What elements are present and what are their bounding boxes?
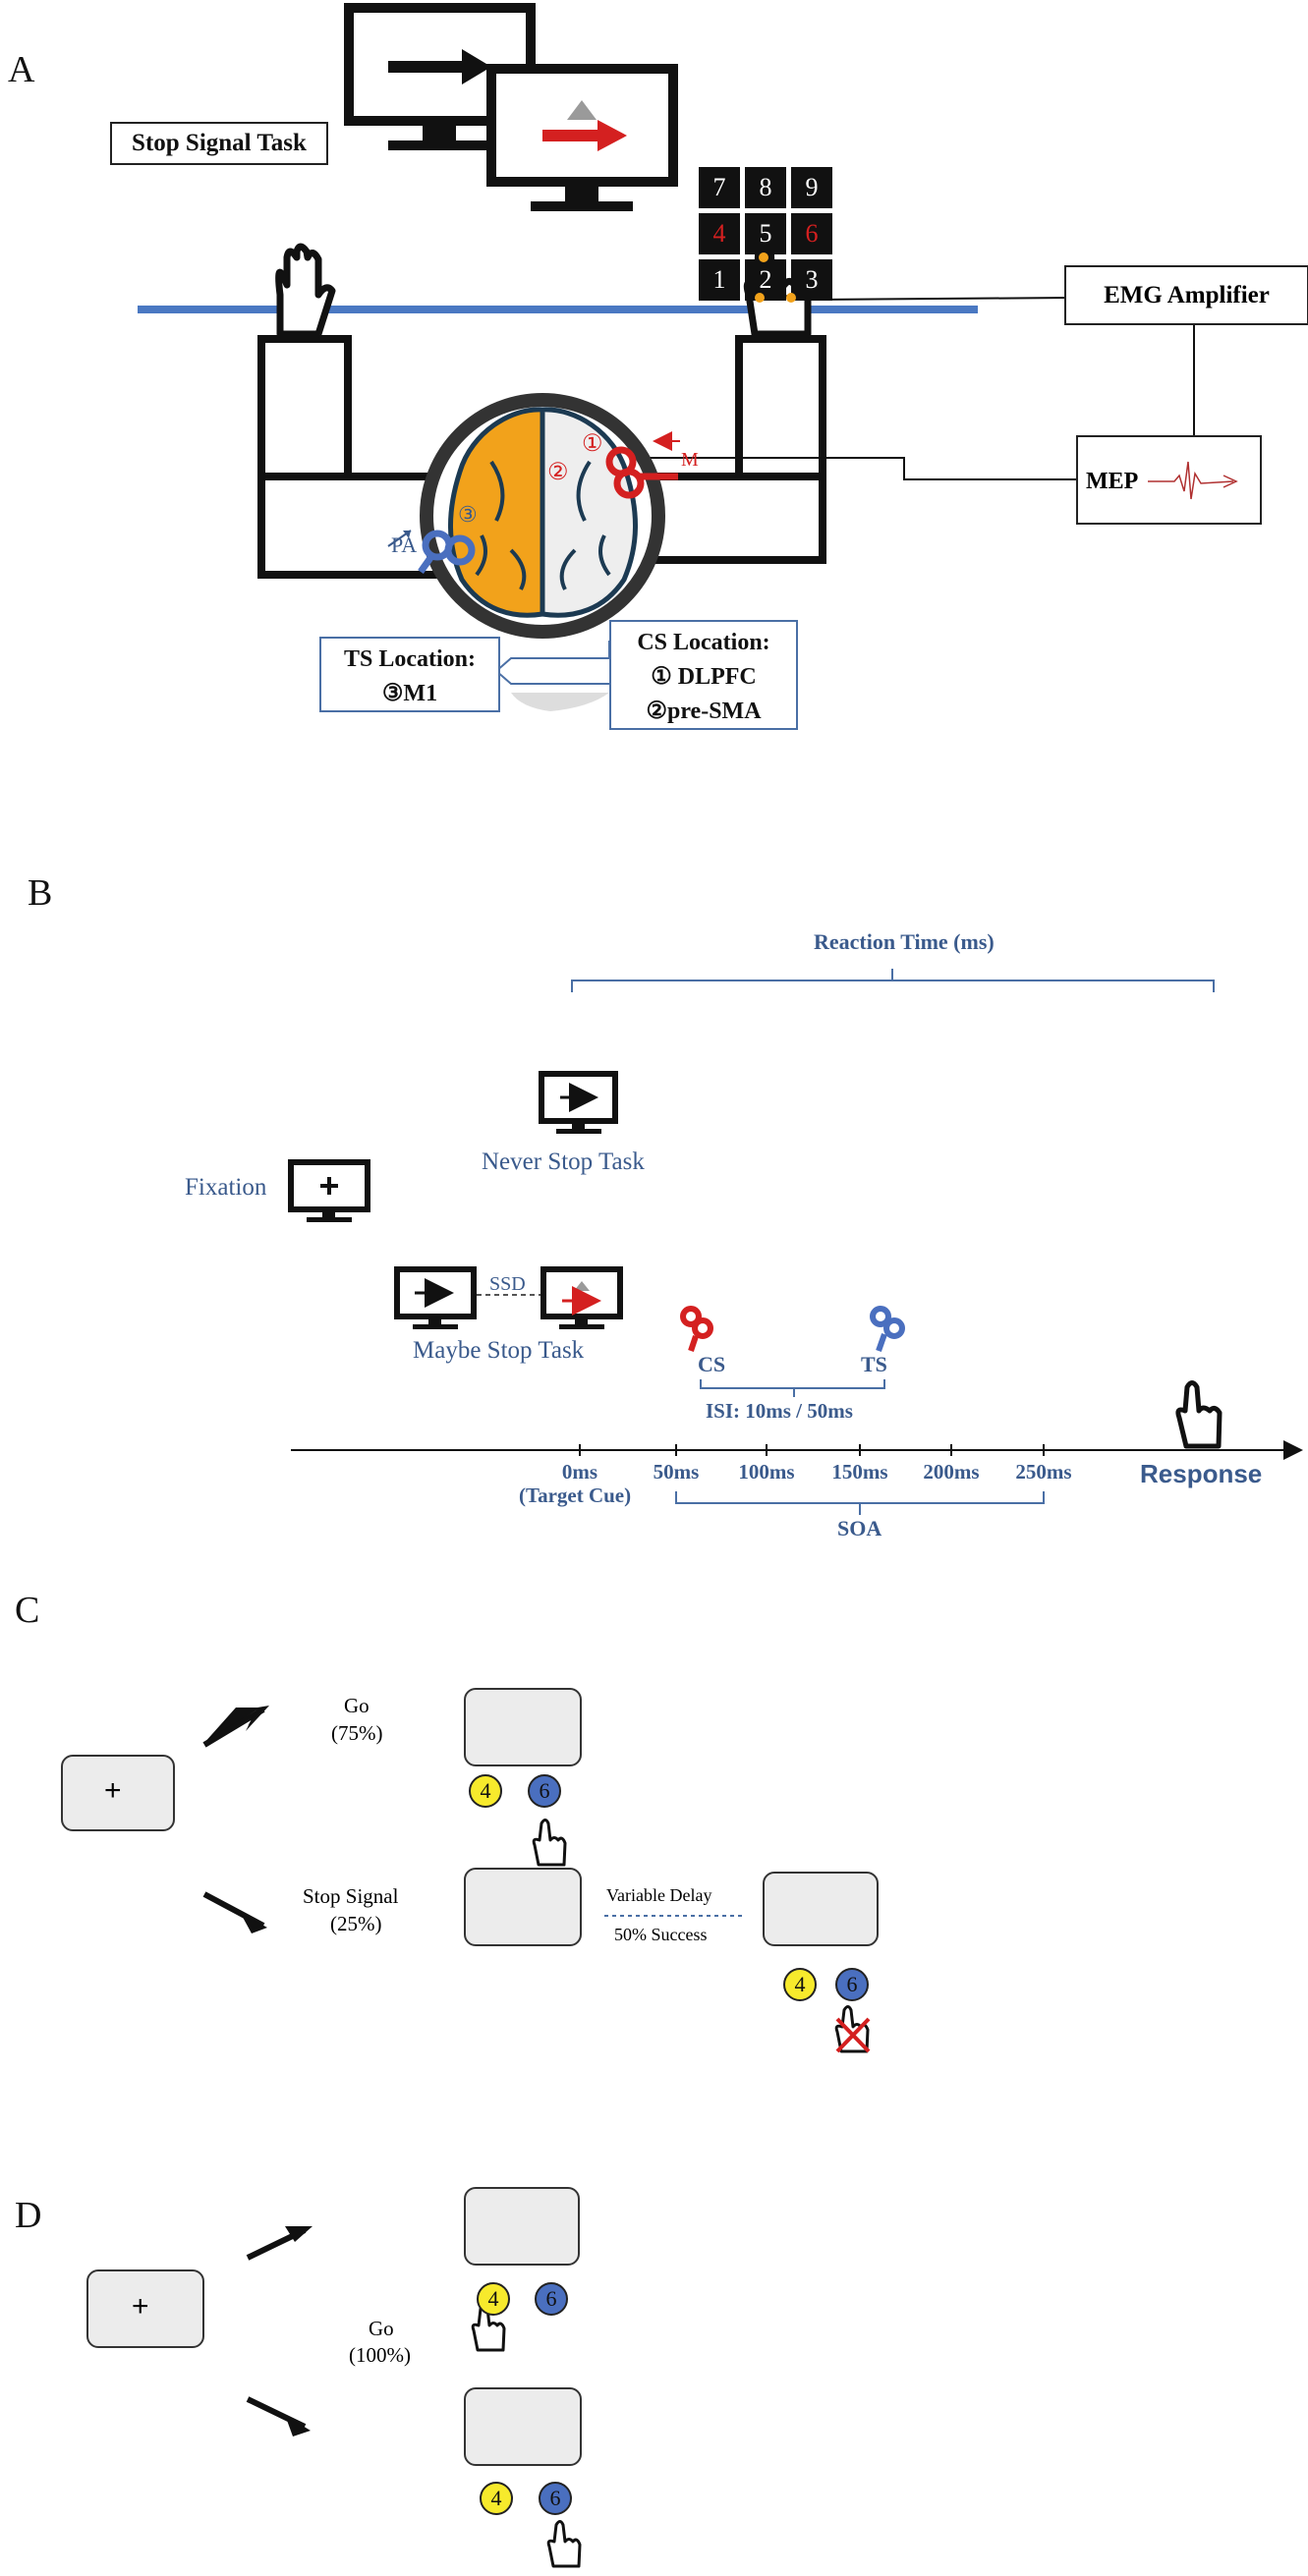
panel-letter-d: D [15,2195,42,2236]
ts-site: ③M1 [381,681,438,706]
keypad-key-4: 4 [699,213,740,254]
keypad-key-5: 5 [745,213,786,254]
mep-trace [1148,461,1234,500]
keypad-key-9: 9 [791,167,832,208]
fixation-screen-c [61,1755,175,1831]
go-label-c: Go [344,1694,370,1717]
go-label-d: Go [369,2317,394,2340]
monitor-fixation-icon [288,1159,370,1222]
monitor-stop-icon [486,64,678,211]
panel-letter-b: B [28,872,53,914]
go-right-screen-d [464,2387,582,2466]
keypad-key-7: 7 [699,167,740,208]
left-hand-icon [275,243,336,338]
stop-signal-label: Stop Signal [303,1884,399,1908]
response-hand-icon [1175,1380,1223,1449]
go-pct-d: (100%) [349,2343,411,2367]
fixation-cross-c: + [104,1774,122,1807]
maybe-stop-label: Maybe Stop Task [413,1337,585,1364]
finger-press-icon-d1 [471,2304,506,2352]
reaction-time-bracket [571,969,1215,992]
timeline-tick-label: 0ms [561,1460,598,1484]
cs-coil-icon [680,1306,713,1352]
timeline-tick-label: 250ms [1015,1460,1072,1484]
key-6-d1: 6 [535,2282,568,2316]
touch-dot-icon [759,252,768,262]
cs-site-1: ① DLPFC [651,664,757,690]
circled-3: ③ [458,502,478,527]
emg-amplifier-label: EMG Amplifier [1064,265,1308,325]
tms-coil-red-icon [605,446,678,499]
variable-delay-label: Variable Delay [606,1885,712,1905]
cs-location-box: CS Location: ① DLPFC ②pre-SMA [609,620,798,730]
ts-title: TS Location: [343,646,476,672]
key-4-c1: 4 [469,1774,502,1808]
mep-box [1076,435,1262,525]
keypad-key-8: 8 [745,167,786,208]
task-label: Stop Signal Task [132,130,307,156]
keypad-key-6: 6 [791,213,832,254]
pa-label: PA [391,532,418,557]
key-4-d1: 4 [477,2282,510,2316]
fixation-cross-d: + [132,2290,149,2323]
reaction-time-label: Reaction Time (ms) [814,929,995,954]
go-left-screen-d [464,2187,580,2266]
key-6-d2: 6 [539,2482,572,2515]
finger-press-icon-d2 [546,2520,582,2568]
keypad-key-1: 1 [699,259,740,301]
circled-1: ① [582,431,603,457]
task-label-box: Stop Signal Task [110,122,328,165]
isi-bracket [700,1379,885,1397]
cross-icon [835,2017,871,2053]
go-pct-c: (75%) [331,1721,383,1745]
response-label: Response [1140,1459,1263,1488]
stop-signal-screen-c [763,1872,879,1946]
cs-label: CS [698,1352,726,1376]
ts-location-box: TS Location: ③M1 [319,637,500,712]
m-label: M [681,449,699,471]
circled-2: ② [547,460,569,485]
fixation-screen-d [86,2269,204,2348]
keypad-key-2: 2 [745,259,786,301]
panel-letter-a: A [8,49,35,90]
soa-label: SOA [837,1516,882,1540]
go-screen-c [464,1688,582,1766]
ts-coil-icon [870,1306,905,1352]
timeline-tick-label: 200ms [923,1460,980,1484]
panel-letter-c: C [15,1590,40,1631]
monitor-maybe-stop-icon [540,1266,623,1329]
tms-coil-blue-icon [418,530,476,575]
ts-label: TS [861,1352,887,1376]
finger-press-icon-c1 [532,1819,567,1867]
key-6-c1: 6 [528,1774,561,1808]
touch-dot-icon [786,293,796,303]
timeline-tick-label: 100ms [738,1460,795,1484]
never-stop-label: Never Stop Task [482,1148,645,1175]
cs-site-2: ②pre-SMA [646,699,762,724]
cs-title: CS Location: [637,630,770,655]
timeline-ticks [579,1444,1045,1456]
monitor-maybe-go-icon [394,1266,477,1329]
stop-pct-label: (25%) [330,1912,382,1935]
target-cue-label: (Target Cue) [519,1484,632,1507]
key-4-d2: 4 [480,2482,513,2515]
keypad-key-3: 3 [791,259,832,301]
brain-icon [420,393,665,639]
success-label: 50% Success [614,1925,708,1944]
key-4-c2: 4 [783,1968,817,2001]
mep-label: MEP [1086,469,1139,494]
key-6-c2: 6 [835,1968,869,2001]
timeline-tick-label: 150ms [831,1460,888,1484]
fixation-label: Fixation [185,1174,267,1201]
isi-label: ISI: 10ms / 50ms [706,1399,853,1423]
touch-dot-icon [755,293,765,303]
ts-callout-arrow [494,641,610,685]
stop-go-screen-c [464,1868,582,1946]
monitor-never-stop-icon [539,1071,618,1134]
timeline-tick-label: 50ms [653,1460,700,1484]
ssd-label: SSD [489,1273,526,1295]
soa-bracket [675,1491,1045,1515]
